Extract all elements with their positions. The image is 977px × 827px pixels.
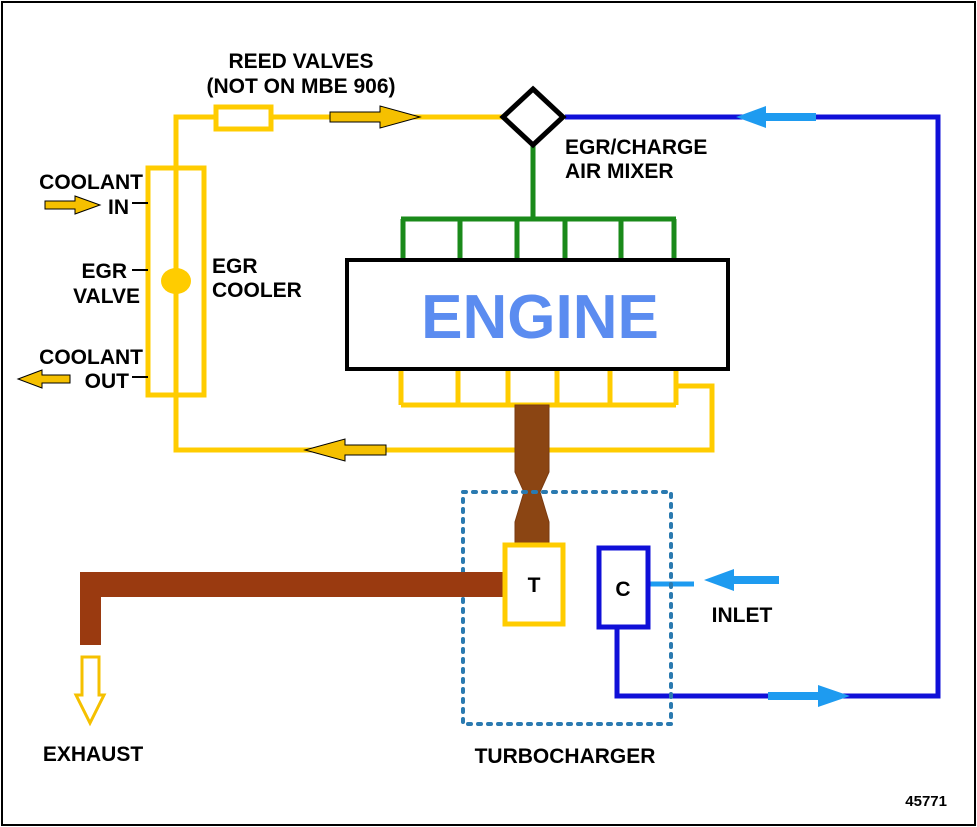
turbocharger-label: TURBOCHARGER xyxy=(475,745,656,768)
engine-block xyxy=(345,258,730,371)
figure-number: 45771 xyxy=(905,793,947,810)
compressor-label: C xyxy=(615,578,630,601)
reed-valves-label-line2: (NOT ON MBE 906) xyxy=(206,75,395,98)
egr-flow-arrow-bottom xyxy=(303,438,387,462)
compressor xyxy=(596,545,651,630)
coolant-out-arrow xyxy=(16,369,71,389)
cooler-leader-lines xyxy=(132,202,148,378)
coolant-out-label-line2: OUT xyxy=(85,370,130,393)
mixer-label-line2: AIR MIXER xyxy=(565,160,674,183)
reed-valves xyxy=(213,104,274,132)
turbine-label: T xyxy=(528,574,541,597)
egr-cooler-label-line2: COOLER xyxy=(212,279,302,302)
coolant-in-label-line1: COOLANT xyxy=(39,171,143,194)
turbocharger-housing xyxy=(461,490,673,726)
mixer-label-line1: EGR/CHARGE xyxy=(565,136,707,159)
egr-valve-label-line1: EGR xyxy=(81,260,127,283)
inlet-arrow xyxy=(704,569,779,591)
egr-valve xyxy=(161,268,191,294)
inlet-label: INLET xyxy=(712,604,773,627)
egr-cooler-label-line1: EGR xyxy=(212,255,258,278)
egr-valve-label-line2: VALVE xyxy=(73,285,140,308)
engine-label: ENGINE xyxy=(421,283,659,352)
intake-manifold xyxy=(400,216,677,262)
exhaust-arrow xyxy=(73,655,107,727)
charge-air-arrow-bottom xyxy=(768,685,850,707)
coolant-out-label-line1: COOLANT xyxy=(39,346,143,369)
egr-charge-air-mixer xyxy=(499,85,567,149)
egr-flow-arrow-top xyxy=(329,105,422,129)
reed-valves-label-line1: REED VALVES xyxy=(228,50,373,73)
exhaust-pipe xyxy=(80,572,505,645)
exhaust-label: EXHAUST xyxy=(43,743,144,766)
coolant-in-arrow xyxy=(44,195,102,215)
charge-air-arrow-top xyxy=(736,106,816,128)
coolant-in-label-line2: IN xyxy=(108,196,129,219)
exhaust-manifold-pipe xyxy=(514,404,550,546)
turbine xyxy=(502,542,566,627)
